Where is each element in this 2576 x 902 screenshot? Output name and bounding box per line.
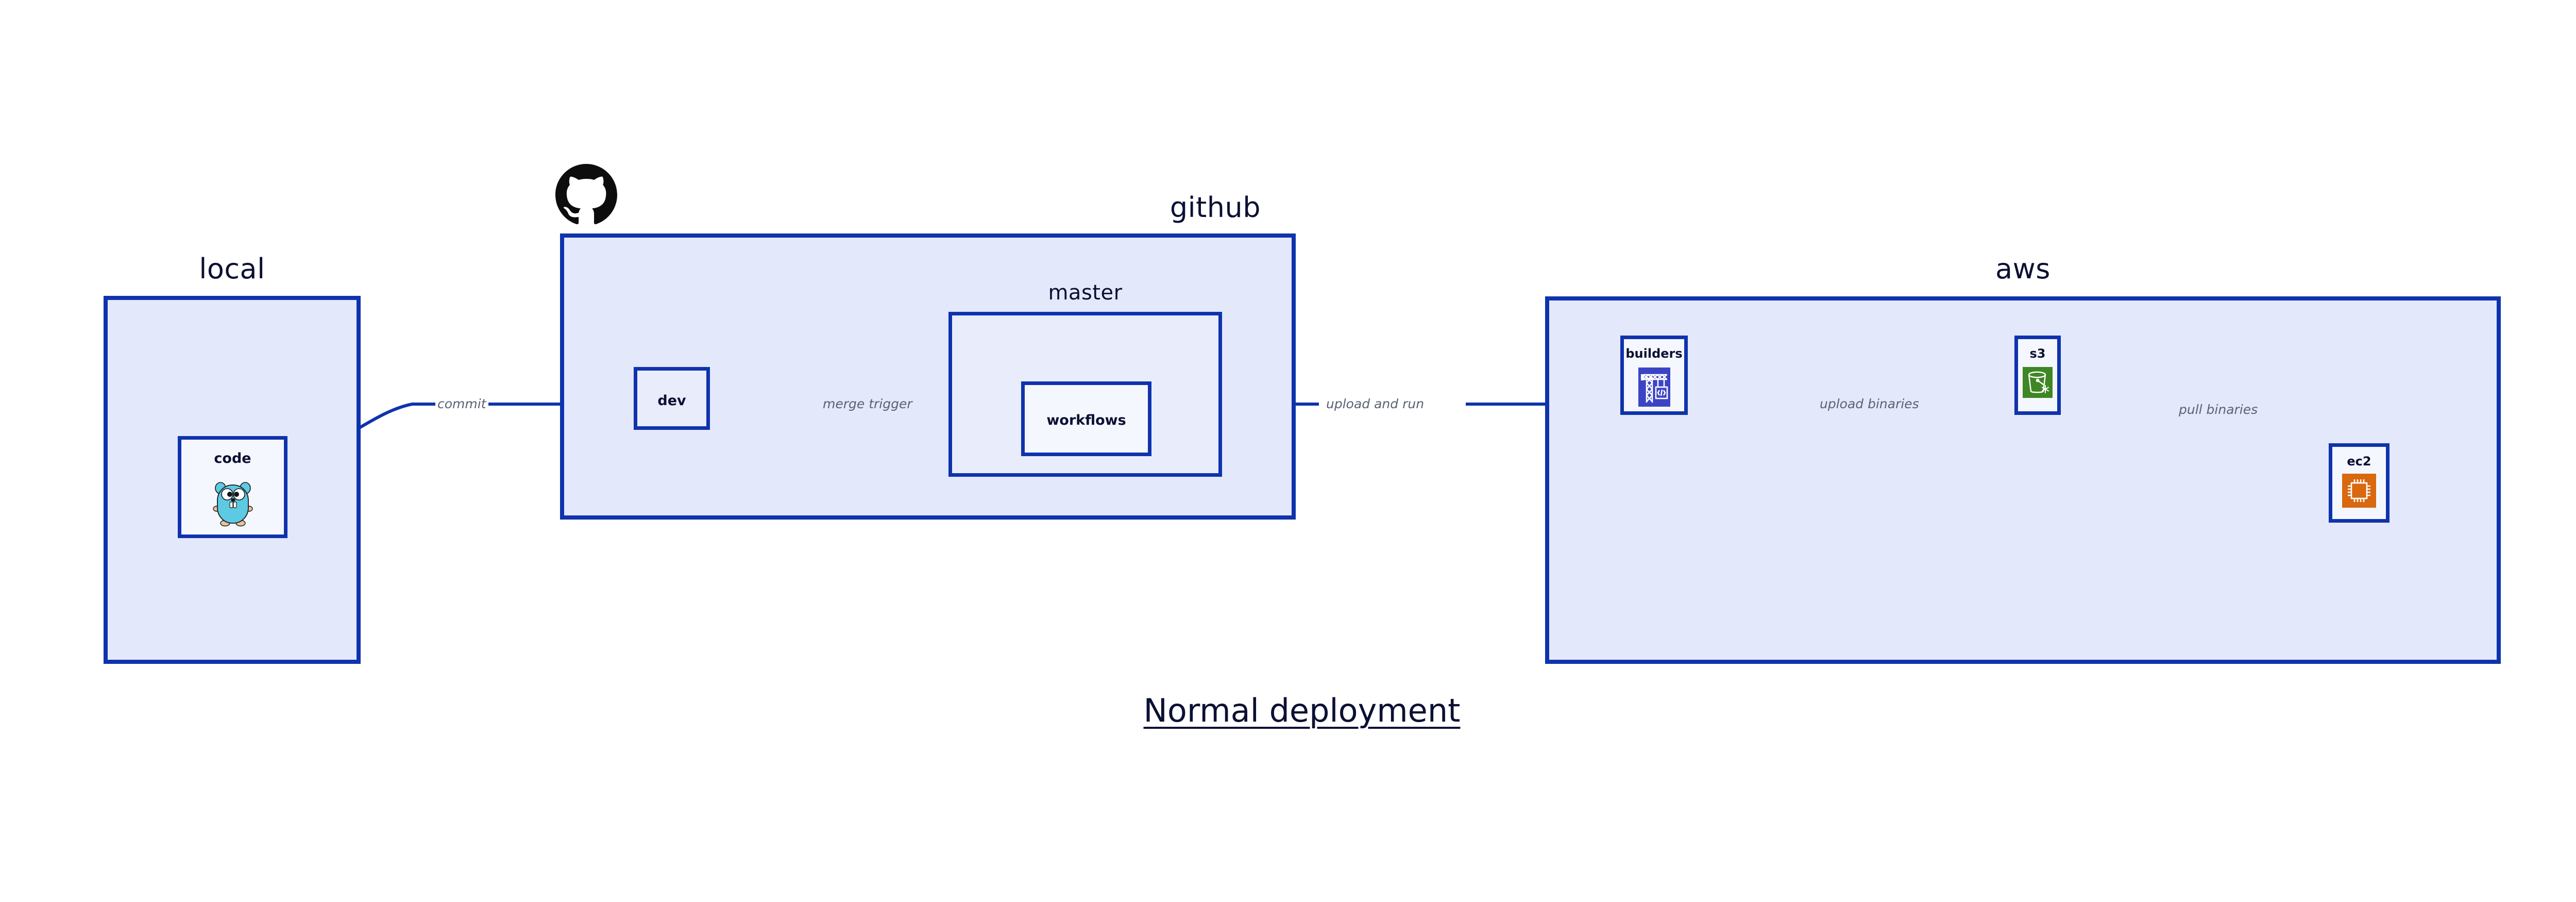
go-gopher-icon — [211, 477, 255, 527]
group-github-label: github — [1170, 191, 1261, 224]
node-builders-label: builders — [1625, 346, 1683, 361]
node-dev[interactable]: dev — [634, 367, 710, 430]
node-workflows-label: workflows — [1046, 412, 1126, 428]
group-local-label: local — [199, 253, 265, 285]
edge-label-upload-binaries: upload binaries — [1818, 397, 1921, 410]
node-code-label: code — [214, 450, 251, 466]
node-s3-label: s3 — [2029, 346, 2046, 361]
node-code[interactable]: code — [178, 436, 287, 538]
group-aws-label: aws — [1995, 253, 2050, 285]
node-ec2[interactable]: ec2 — [2329, 443, 2389, 523]
aws-crane-icon — [1638, 368, 1670, 407]
subgroup-master-label: master — [1048, 281, 1123, 305]
edge-label-merge-trigger: merge trigger — [821, 397, 914, 410]
aws-ec2-icon — [2342, 474, 2376, 508]
node-dev-label: dev — [657, 393, 686, 409]
node-s3[interactable]: s3 — [2014, 336, 2061, 415]
aws-s3-icon — [2023, 367, 2053, 398]
edge-label-upload-and-run: upload and run — [1324, 397, 1427, 410]
edge-label-commit: commit — [435, 397, 488, 410]
node-ec2-label: ec2 — [2347, 454, 2371, 469]
github-octocat-logo — [555, 164, 617, 225]
edge-label-pull-binaries: pull binaries — [2177, 403, 2260, 416]
diagram-title: Normal deployment — [1143, 692, 1461, 729]
node-builders[interactable]: builders — [1620, 336, 1688, 415]
node-workflows[interactable]: workflows — [1021, 381, 1151, 456]
